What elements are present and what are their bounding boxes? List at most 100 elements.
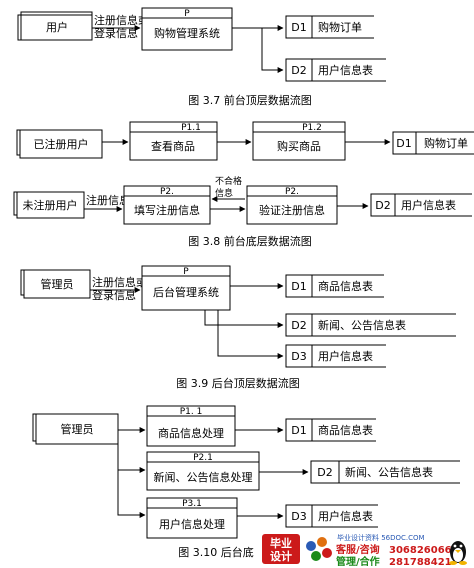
data-store-id: D2 [317, 466, 332, 479]
data-store-id: D3 [291, 510, 306, 523]
data-store-d2 [285, 313, 456, 337]
process-id: P3.1 [182, 499, 202, 509]
flow-arrow [204, 310, 284, 328]
external-entity-admin [23, 269, 91, 299]
figure-caption: 图 3.9 后台顶层数据流图 [176, 376, 300, 390]
data-store-name: 商品信息表 [318, 423, 373, 437]
external-entity-label: 管理员 [61, 422, 94, 436]
process-name: 查看商品 [151, 139, 195, 153]
data-store-name: 用户信息表 [318, 63, 373, 77]
external-entity-label: 已注册用户 [34, 137, 89, 151]
site-text: 毕业设计资料 56DOC.COM [337, 533, 425, 542]
flow-label: 登录信息 [92, 288, 136, 302]
process-id: P2. [160, 187, 174, 197]
logo-text: 设计 [270, 549, 292, 563]
external-entity-shadow [20, 269, 24, 296]
figure-3-8: 已注册用户 P1.1 查看商品 P1.2 购买商品 D1 购物订单 未注册用户 … [13, 121, 474, 248]
figure-caption: 图 3.10 后台底 [178, 545, 254, 559]
external-entity-shadow [13, 191, 17, 216]
process-box [252, 121, 346, 161]
flow-arrow [117, 470, 146, 518]
external-entity-shadow [16, 129, 20, 156]
process-id: P [184, 9, 190, 19]
contact-number: 281788421 [389, 557, 452, 568]
external-entity-user [20, 11, 93, 41]
data-store-d1 [285, 418, 376, 442]
figure-3-10: 管理员 P1. 1 商品信息处理 P2.1 新闻、公告信息处理 P3.1 用户信… [32, 405, 460, 559]
external-entity-registered-user [19, 129, 103, 159]
flow-label: 注册信息或 [94, 13, 149, 27]
process-id: P [183, 267, 189, 277]
figure-3-9: 管理员 注册信息或 登录信息 P 后台管理系统 D1 商品信息表 D2 新闻、公… [20, 265, 456, 390]
contact-label: 管理/合作 [336, 555, 380, 568]
process-name: 购买商品 [277, 139, 321, 153]
external-entity-unregistered-user [16, 191, 85, 219]
process-id: P1.1 [181, 123, 201, 133]
data-store-d3 [285, 344, 386, 368]
data-store-d1 [285, 15, 374, 39]
data-store-name: 购物订单 [424, 136, 468, 150]
process-id: P1.2 [302, 123, 322, 133]
flow-label: 注册信息 [86, 193, 130, 207]
flow-label: 注册信息或 [92, 275, 147, 289]
data-store-id: D2 [375, 199, 390, 212]
process-id: P2.1 [193, 453, 213, 463]
flow-arrow [117, 440, 146, 473]
external-entity-admin [35, 413, 119, 445]
penguin-icon [449, 541, 467, 565]
process-id: P2. [285, 187, 299, 197]
data-store-d1 [392, 131, 474, 155]
process-name: 验证注册信息 [259, 203, 325, 217]
data-store-d3 [285, 504, 378, 528]
process-box [129, 121, 218, 161]
data-store-id: D1 [291, 424, 306, 437]
process-name: 用户信息处理 [159, 517, 225, 531]
figure-3-7: 用户 注册信息或 登录信息 P 购物管理系统 D1 购物订单 D2 用户信息表 … [17, 7, 386, 107]
process-box [146, 405, 236, 447]
data-store-d1 [285, 274, 384, 298]
process-name: 新闻、公告信息处理 [154, 470, 253, 484]
flow-label: 信息 [215, 187, 233, 199]
process-box [146, 451, 260, 491]
process-box [246, 185, 338, 225]
process-box [141, 265, 231, 311]
external-entity-shadow [32, 413, 36, 442]
data-store-name: 用户信息表 [401, 198, 456, 212]
logo-text: 毕业 [270, 536, 292, 550]
flow-label: 不合格 [215, 175, 242, 187]
process-box [123, 185, 211, 225]
data-store-name: 商品信息表 [318, 279, 373, 293]
external-entity-label: 用户 [46, 20, 68, 34]
figure-caption: 图 3.8 前台底层数据流图 [188, 234, 312, 248]
data-store-name: 用户信息表 [318, 509, 373, 523]
data-store-name: 购物订单 [318, 20, 362, 34]
contact-label: 客服/咨询 [335, 543, 380, 556]
puzzle-icon [306, 537, 332, 561]
data-store-d2 [370, 193, 472, 217]
process-name: 填写注册信息 [134, 203, 200, 217]
process-name: 后台管理系统 [153, 285, 219, 299]
external-entity-label: 管理员 [41, 277, 74, 291]
flow-label: 登录信息 [94, 26, 138, 40]
figure-caption: 图 3.7 前台顶层数据流图 [188, 93, 312, 107]
data-store-name: 新闻、公告信息表 [318, 318, 406, 332]
process-name: 购物管理系统 [154, 26, 220, 40]
data-store-d2 [310, 460, 460, 484]
data-store-d2 [285, 58, 386, 82]
contact-number: 306826066 [389, 545, 452, 556]
process-id: P1. 1 [180, 407, 203, 417]
data-store-id: D1 [396, 137, 411, 150]
data-store-name: 新闻、公告信息表 [345, 465, 433, 479]
process-name: 商品信息处理 [158, 426, 224, 440]
data-store-id: D1 [291, 280, 306, 293]
data-store-id: D2 [291, 319, 306, 332]
flow-arrow [217, 310, 284, 359]
external-entity-label: 未注册用户 [23, 198, 78, 212]
flow-arrow [261, 28, 284, 73]
data-store-name: 用户信息表 [318, 349, 373, 363]
watermark-logo: 毕业 设计 毕业设计资料 56DOC.COM 客服/咨询 306826066 管… [262, 533, 467, 568]
process-box [141, 7, 233, 51]
data-store-id: D3 [291, 350, 306, 363]
process-box [146, 497, 238, 539]
